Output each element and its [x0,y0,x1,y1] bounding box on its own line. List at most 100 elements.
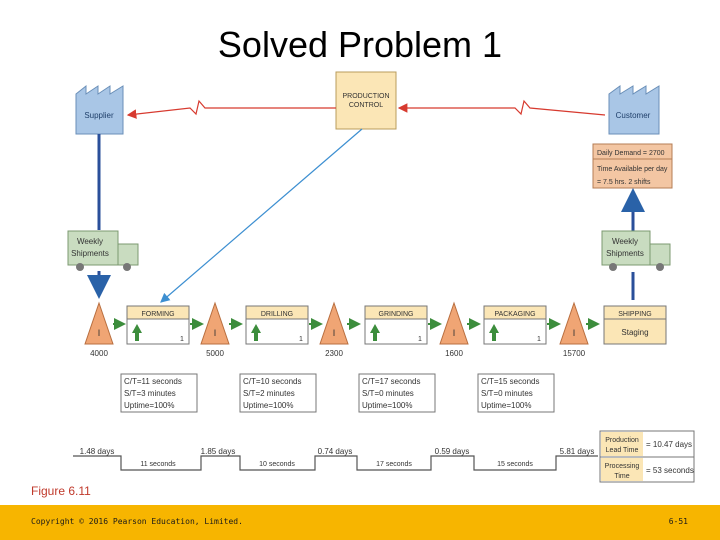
wait-days: 1.48 days [80,447,115,456]
inventory-count: 15700 [563,349,586,358]
process-forming: FORMING 1 C/T=11 seconds S/T=3 minutes U… [120,305,198,413]
timeline: 1.48 days 1.85 days 0.74 days 0.59 days … [73,447,598,471]
customer-truck-line2: Shipments [606,249,644,258]
supplier-truck: Weekly Shipments [67,230,139,271]
process-seconds: 17 seconds [376,461,412,468]
inventory-triangle-icon [319,301,349,345]
operator-count: 1 [418,336,422,343]
figure-caption: Figure 6.11 [31,484,91,498]
wait-days: 5.81 days [560,447,595,456]
operator-icon [489,324,499,341]
page-number: 6-51 [668,517,688,526]
process-seconds: 15 seconds [497,461,533,468]
info-flow-to-supplier [126,99,336,119]
process-packaging: PACKAGING 1 C/T=15 seconds S/T=0 minutes… [477,305,555,413]
processing-time-label-1: Processing [605,463,640,470]
production-control-box [335,71,397,130]
wait-days: 0.74 days [318,447,353,456]
customer-truck: Weekly Shipments [601,230,671,271]
process-name: DRILLING [261,311,293,318]
operator-count: 1 [180,336,184,343]
customer-demand-box: Daily Demand = 2700 Time Available per d… [592,143,673,189]
customer-truck-cab [649,243,671,266]
uptime: Uptime=100% [481,401,531,410]
customer-truck-line1: Weekly [612,237,638,246]
inventory-triangle: I 5000 [200,301,230,358]
inventory-count: 4000 [90,349,108,358]
customer-truck-wheel-1 [609,263,617,271]
supplier-truck-line1: Weekly [77,237,103,246]
cycle-time: C/T=10 seconds [243,377,301,386]
inventory-symbol: I [333,328,336,338]
operator-count: 1 [299,336,303,343]
process-seconds: 11 seconds [140,461,176,468]
setup-time: S/T=0 minutes [481,389,533,398]
operator-icon [251,324,261,341]
processing-time-label-2: Time [614,473,629,480]
process-name: FORMING [141,311,174,318]
process-name: PACKAGING [494,311,535,318]
supplier-truck-wheel-1 [76,263,84,271]
wait-days: 1.85 days [201,447,236,456]
uptime: Uptime=100% [243,401,293,410]
operator-icon [132,324,142,341]
lead-time-label-1: Production [605,437,639,444]
copyright-text: Copyright © 2016 Pearson Education, Limi… [31,517,243,526]
cycle-time: C/T=11 seconds [124,377,182,386]
inventory-triangle-icon [559,301,589,345]
timeline-ladder [73,455,598,471]
cycle-time: C/T=15 seconds [481,377,539,386]
data-box [358,373,436,413]
process-header [483,305,547,320]
setup-time: S/T=2 minutes [243,389,295,398]
cycle-time: C/T=17 seconds [362,377,420,386]
supplier-truck-cab [117,243,139,266]
process-name: GRINDING [379,311,414,318]
supplier-factory-icon [75,84,124,135]
supplier-truck-body [67,230,119,266]
inventory-symbol: I [573,328,576,338]
lead-time-value: = 10.47 days [646,440,692,449]
inventory-triangle-icon [200,301,230,345]
customer-label: Customer [616,111,651,120]
supplier-truck-line2: Shipments [71,249,109,258]
inventory-triangle: I 4000 [84,301,114,358]
inventory-triangle: I 2300 [319,301,349,358]
slide-title: Solved Problem 1 [217,24,503,65]
lead-label-bg [601,432,643,456]
inventory-triangle: I 1600 [439,301,469,358]
data-box [477,373,555,413]
lead-time-label-2: Lead Time [606,447,639,454]
inventory-triangle-icon [439,301,469,345]
shipping-label: SHIPPING [618,311,651,318]
supplier-truck-wheel-2 [123,263,131,271]
data-box [239,373,317,413]
uptime: Uptime=100% [362,401,412,410]
process-header [603,305,667,320]
demand-line-2: Time Available per day [597,166,668,173]
staging-label: Staging [621,328,648,337]
process-header [364,305,428,320]
process-header [245,305,309,320]
setup-time: S/T=3 minutes [124,389,176,398]
schedule-flow-to-forming [160,128,363,303]
info-flow-from-customer [397,99,606,116]
supplier-factory: Supplier [75,84,124,135]
customer-truck-wheel-2 [656,263,664,271]
processing-label-bg [601,458,643,481]
inventory-symbol: I [98,328,101,338]
inventory-count: 5000 [206,349,224,358]
setup-time: S/T=0 minutes [362,389,414,398]
inventory-triangles: I 4000 I 5000 I 2300 I 1600 I 15700 [84,301,589,358]
inventory-count: 1600 [445,349,463,358]
demand-line-1: Daily Demand = 2700 [597,150,665,157]
processing-time-value: = 53 seconds [646,466,694,475]
summary-box: Production Lead Time = 10.47 days Proces… [599,430,695,483]
inventory-triangle: I 15700 [559,301,589,358]
production-control-line2: CONTROL [349,102,383,109]
inventory-symbol: I [453,328,456,338]
uptime: Uptime=100% [124,401,174,410]
process-header [126,305,190,320]
process-drilling: DRILLING 1 C/T=10 seconds S/T=2 minutes … [239,305,317,413]
